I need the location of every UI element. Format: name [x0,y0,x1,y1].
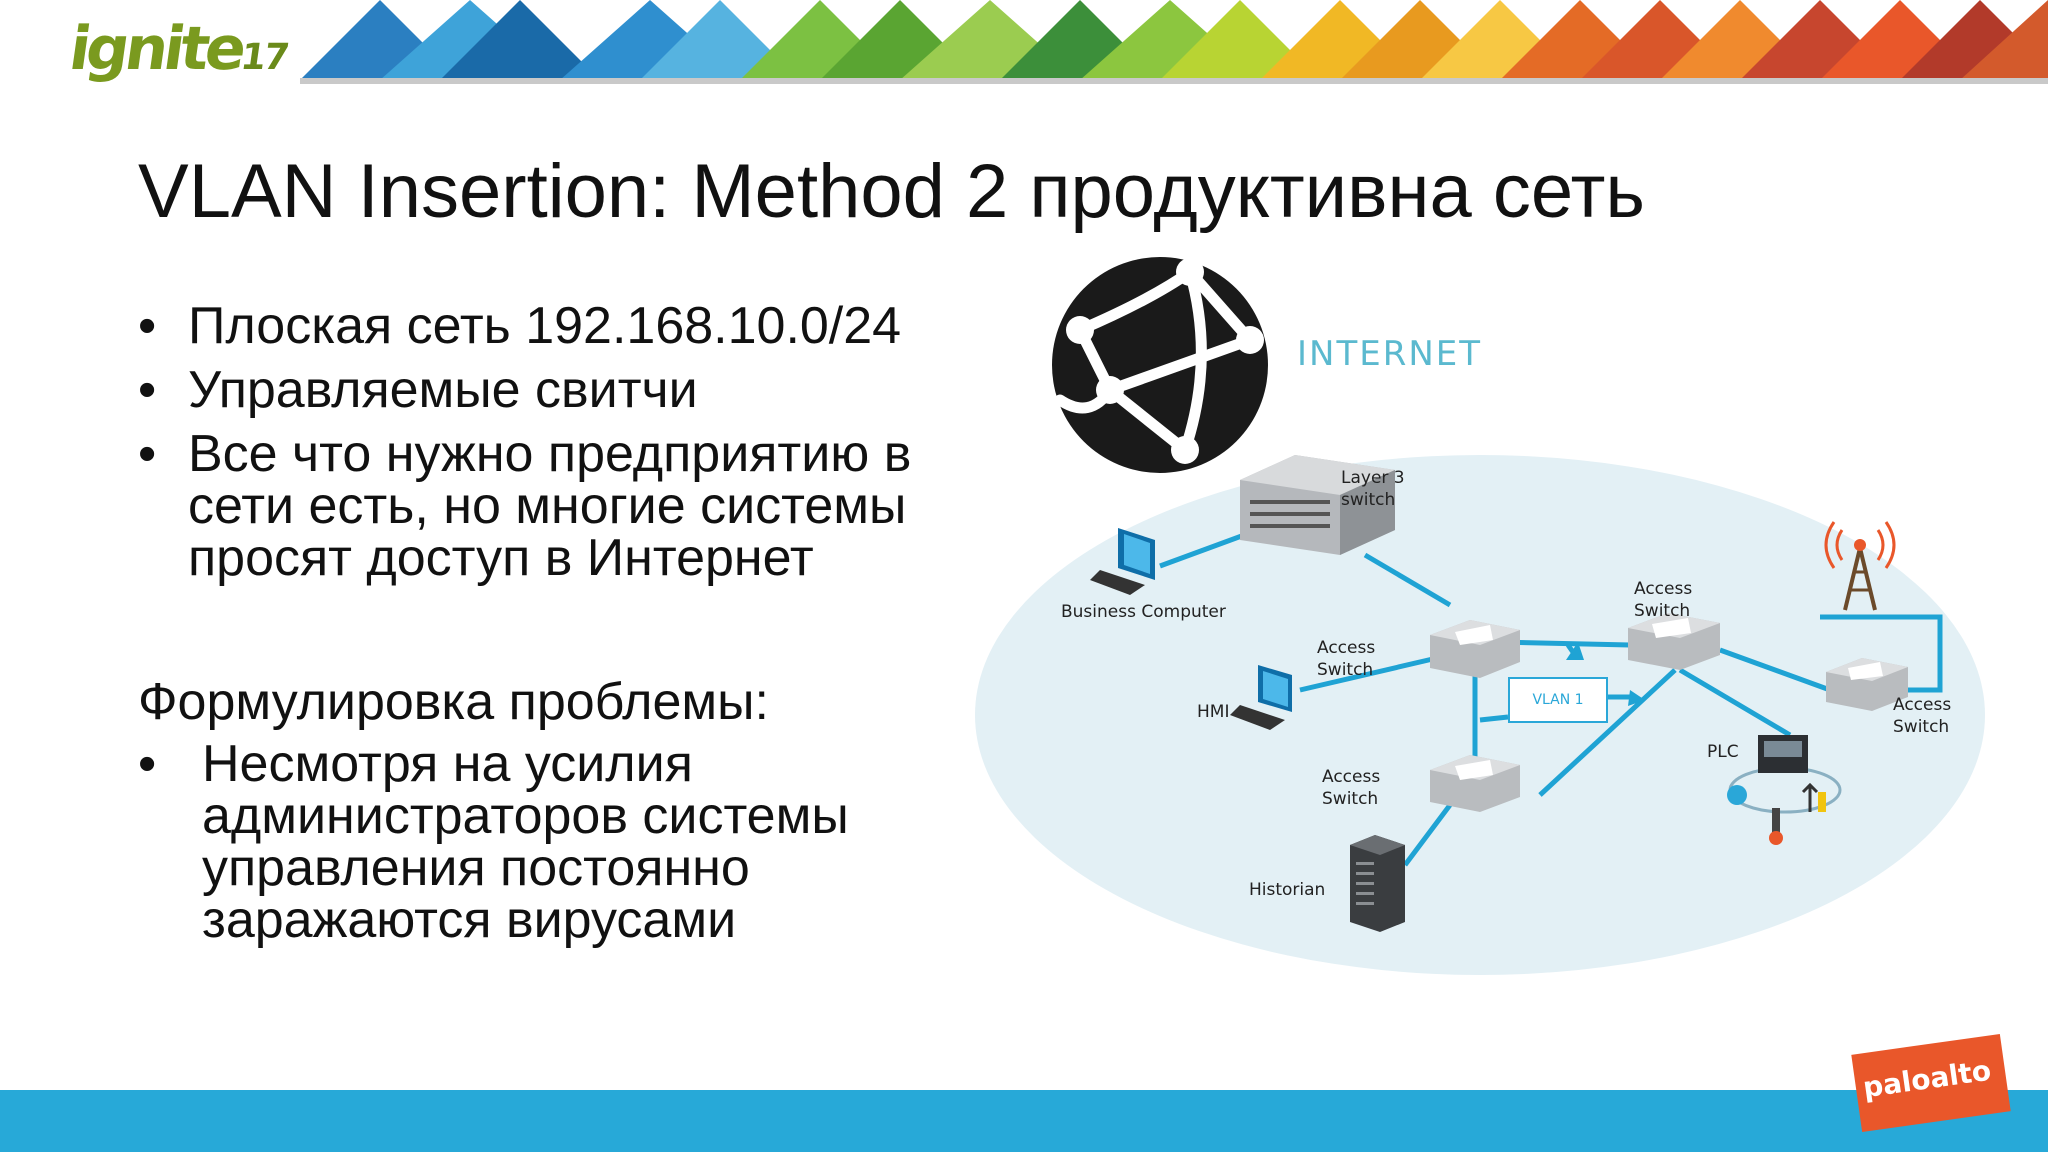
vlan-box: VLAN 1 [1508,677,1608,723]
bullet-text: Плоская сеть 192.168.10.0/24 [188,297,902,355]
logo-text: ignite [65,14,248,84]
bullet-item: •Управляемые свитчи [138,361,698,419]
business-computer-label: Business Computer [1061,602,1226,622]
access-switch-right-label: Access Switch [1634,579,1693,621]
footer-bar [0,1090,2048,1152]
problem-text: Несмотря на усилия администраторов систе… [202,735,849,949]
network-diagram [975,257,1985,975]
hmi-label: HMI [1197,702,1230,722]
ignite-logo: ignite17 [65,14,293,84]
network-links [1159,517,1943,867]
business-computer-icon [1090,528,1155,595]
logo-year: 17 [238,37,290,78]
layer3-switch-icon [1240,455,1395,555]
globe-icon [1052,257,1268,473]
bullet-text: Все что нужно предприятию в сети есть, н… [188,425,912,587]
bullet-item: •Плоская сеть 192.168.10.0/24 [138,297,902,355]
problem-item: •Несмотря на усилия администраторов сист… [138,735,849,949]
layer3-switch-label: Layer 3 switch [1341,468,1405,510]
link-arrows [1566,642,1645,706]
plc-label: PLC [1707,742,1739,762]
bullet-text: Управляемые свитчи [188,361,698,419]
bullet-list: •Плоская сеть 192.168.10.0/24 •Управляем… [138,300,998,596]
hmi-icon [1230,665,1292,730]
slide-title: VLAN Insertion: Method 2 продуктивна сет… [138,149,1645,234]
access-switch-right-icon [1628,613,1720,670]
historian-label: Historian [1249,880,1326,900]
access-switch-far-right-label: Access Switch [1893,695,1952,737]
access-switch-lower-icon [1430,755,1520,812]
access-switch-lower-label: Access Switch [1322,767,1381,809]
network-cloud [975,455,1985,975]
problem-list: •Несмотря на усилия администраторов сист… [138,738,998,946]
bullet-item: •Все что нужно предприятию в сети есть, … [138,425,912,587]
access-switch-center-label: Access Switch [1317,638,1376,680]
historian-server-icon [1350,835,1405,932]
plc-icon [1727,735,1842,845]
header-banner [300,0,2048,84]
radio-tower-icon [1824,521,1896,611]
access-switch-far-right-icon [1826,658,1908,711]
problem-heading: Формулировка проблемы: [138,673,769,731]
internet-label: INTERNET [1297,334,1483,374]
access-switch-center-icon [1430,620,1520,678]
